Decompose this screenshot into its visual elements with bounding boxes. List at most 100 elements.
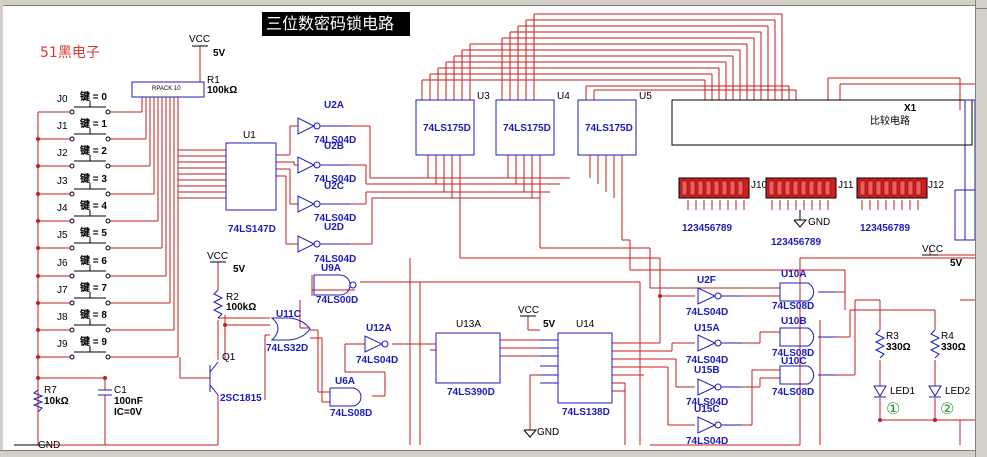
voltage-label-r1: 5V [213,48,226,59]
u4-ref: U4 [557,91,570,102]
u2d-ref: U2D [324,222,345,233]
c1-ref: C1 [114,385,127,396]
u10a-ref: U10A [781,269,807,280]
key-ref-j1: J1 [57,121,68,132]
u15b-part: 74LS04D [686,397,729,408]
u1-part: 74LS147D [228,224,276,235]
key-ref-j2: J2 [57,148,68,159]
vcc-label-right: VCC [922,244,944,255]
key-label-5[interactable]: 键 = 5 [80,228,107,239]
r3-ref: R3 [886,331,899,342]
r7-ref: R7 [44,385,57,396]
u11c-ref: U11C [276,309,302,320]
u2b-part: 74LS04D [314,174,357,185]
key-label-2[interactable]: 键 = 2 [80,146,107,157]
rpack-package-label: RPACK 10 [152,86,181,92]
u15c-ref: U15C [694,404,720,415]
u2c-part: 74LS04D [314,213,357,224]
u15c-part: 74LS04D [686,436,729,447]
u14-ref: U14 [576,319,595,330]
u5-ref: U5 [639,91,652,102]
u3-part: 74LS175D [423,123,471,134]
r4-ref: R4 [941,331,954,342]
u10c-ref: U10C [781,356,807,367]
voltage-label-right: 5V [950,258,963,269]
window-bottom-border [0,450,975,457]
r3-value: 330Ω [886,342,911,353]
q1-part: 2SC1815 [220,393,262,404]
u11c-part: 74LS32D [266,343,309,354]
u12a-ref: U12A [366,323,392,334]
u2d-part: 74LS04D [314,254,357,265]
window-top-border [0,0,975,6]
u10a-part: 74LS08D [772,301,815,312]
j12-digits: 123456789 [860,223,911,234]
key-label-8[interactable]: 键 = 8 [80,310,107,321]
u3-ref: U3 [477,91,490,102]
led1-marker: ① [886,399,901,418]
led2-marker: ② [940,399,955,418]
u2a-part: 74LS04D [314,135,357,146]
circuit-title: 三位数密码锁电路 [266,14,395,33]
title-background [262,12,410,36]
u2b-ref: U2B [324,141,345,152]
key-label-6[interactable]: 键 = 6 [80,256,107,267]
vcc-label-r2: VCC [207,251,229,262]
u9a-ref: U9A [321,263,342,274]
u2a-ref: U2A [324,100,345,111]
key-label-0[interactable]: 键 = 0 [80,92,107,103]
c1-value: 100nF [114,396,143,407]
key-label-7[interactable]: 键 = 7 [80,283,107,294]
u6a-part: 74LS08D [330,408,373,419]
r1-ref: R1 [207,75,220,86]
u14-part: 74LS138D [562,407,610,418]
vertical-scrollbar[interactable] [975,0,987,457]
key-ref-j3: J3 [57,176,68,187]
u13a-part: 74LS390D [447,387,495,398]
u4-part: 74LS175D [503,123,551,134]
key-label-1[interactable]: 键 = 1 [80,119,107,130]
j10-ref: J10 [751,180,768,191]
u15a-ref: U15A [694,323,720,334]
led1-ref: LED1 [890,386,916,397]
u10b-ref: U10B [781,316,807,327]
u1-ref: U1 [243,130,256,141]
u15a-part: 74LS04D [686,355,729,366]
voltage-label-r2: 5V [233,264,246,275]
vcc-label-r1: VCC [189,34,211,45]
gnd-label-dip: GND [808,217,831,228]
gnd-label-u14: GND [537,427,560,438]
u15b-ref: U15B [694,365,720,376]
u2f-part: 74LS04D [686,307,729,318]
r1-value: 100kΩ [207,85,238,96]
u5-part: 74LS175D [585,123,633,134]
x1-ref: X1 [904,103,917,114]
r2-value: 100kΩ [226,302,257,313]
u2c-ref: U2C [324,181,345,192]
key-label-4[interactable]: 键 = 4 [80,201,107,212]
voltage-label-u14: 5V [543,319,556,330]
j10-digits: 123456789 [682,223,733,234]
vcc-label-u14: VCC [518,305,540,316]
u2f-ref: U2F [697,275,716,286]
key-ref-j8: J8 [57,312,68,323]
u10c-part: 74LS08D [772,387,815,398]
key-ref-j9: J9 [57,339,68,350]
window-left-border [0,0,3,457]
u9a-part: 74LS00D [316,295,359,306]
gnd-label-left: GND [38,440,61,451]
j11-digits: 123456789 [771,237,822,248]
u13a-ref: U13A [456,319,482,330]
led2-ref: LED2 [945,386,971,397]
q1-ref: Q1 [222,352,236,363]
r4-value: 330Ω [941,342,966,353]
r7-value: 10kΩ [44,396,69,407]
key-ref-j4: J4 [57,203,68,214]
j12-ref: J12 [928,180,945,191]
key-label-3[interactable]: 键 = 3 [80,174,107,185]
scroll-up-button[interactable] [976,0,987,9]
u10b-part: 74LS08D [772,348,815,359]
u6a-ref: U6A [335,376,356,387]
key-label-9[interactable]: 键 = 9 [80,337,107,348]
